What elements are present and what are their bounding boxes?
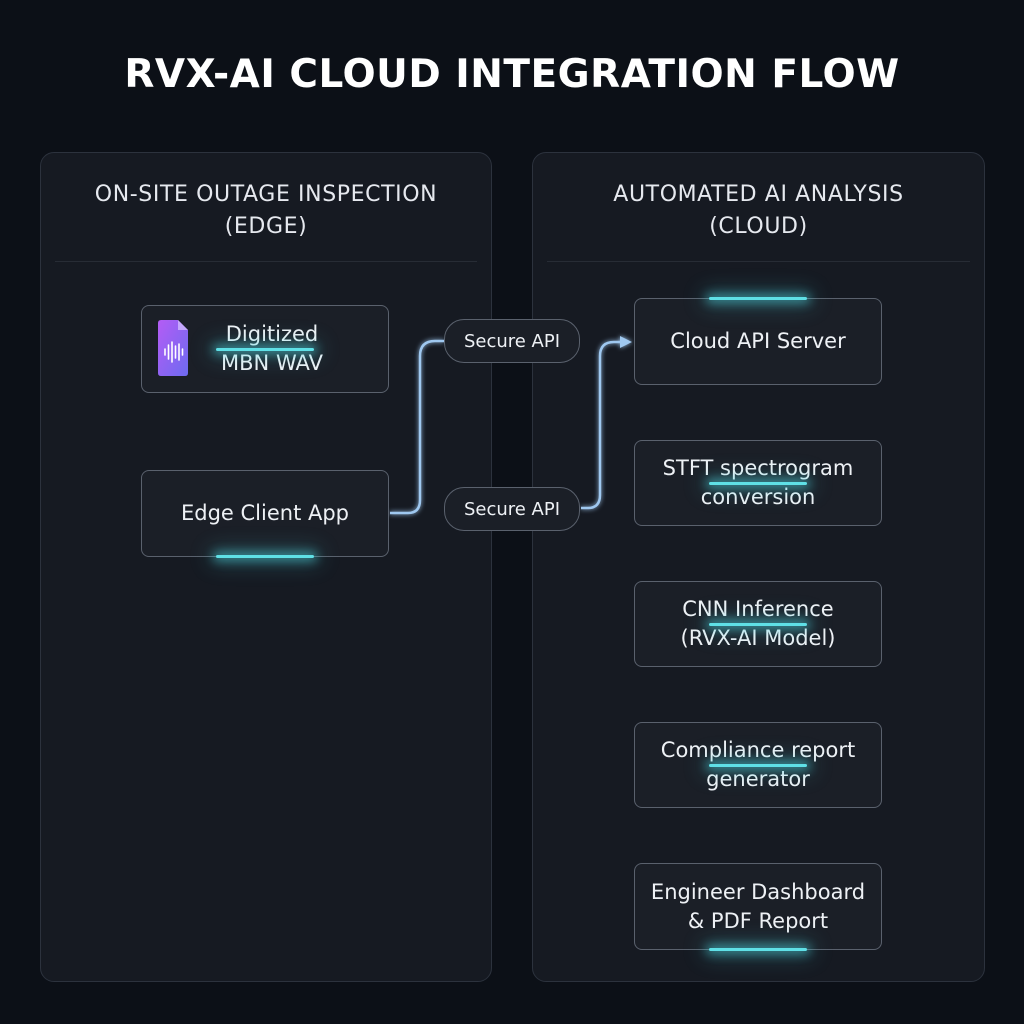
- page-title: RVX-AI CLOUD INTEGRATION FLOW: [124, 52, 900, 97]
- cloud-panel-title-line1: AUTOMATED AI ANALYSIS: [613, 182, 904, 207]
- cloud-panel-title: AUTOMATED AI ANALYSIS (CLOUD): [533, 179, 984, 243]
- stft-node-line2: conversion: [700, 485, 816, 509]
- dashboard-node-line1: Engineer Dashboard: [650, 879, 866, 904]
- cloud-api-server-node[interactable]: Cloud API Server: [634, 297, 882, 385]
- cloud-panel-divider: [547, 261, 970, 262]
- secure-api-top-label: Secure API: [463, 330, 561, 352]
- wav-node-line1: Digitized: [225, 322, 319, 346]
- secure-api-top-pill[interactable]: Secure API: [444, 319, 580, 363]
- edge-client-app-node[interactable]: Edge Client App: [141, 470, 389, 558]
- edge-panel-title-line1: ON-SITE OUTAGE INSPECTION: [94, 182, 438, 207]
- dashboard-node-line2: & PDF Report: [687, 908, 829, 933]
- secure-api-bottom-pill[interactable]: Secure API: [444, 487, 580, 531]
- engineer-dashboard-node[interactable]: Engineer Dashboard & PDF Report: [634, 863, 882, 951]
- compliance-report-node[interactable]: Compliance report generator: [634, 722, 882, 808]
- edge-panel-title: ON-SITE OUTAGE INSPECTION (EDGE): [41, 179, 491, 243]
- cloud-api-server-label: Cloud API Server: [670, 329, 846, 353]
- stft-conversion-node[interactable]: STFT spectrogram conversion: [634, 440, 882, 526]
- edge-panel-title-line2: (EDGE): [224, 214, 308, 239]
- report-node-line1: Compliance report: [660, 738, 856, 762]
- cnn-node-line2: (RVX-AI Model): [680, 626, 836, 650]
- cnn-inference-node[interactable]: CNN Inference (RVX-AI Model): [634, 581, 882, 667]
- edge-panel-divider: [55, 261, 477, 262]
- stft-node-line1: STFT spectrogram: [662, 456, 854, 480]
- edge-client-app-label: Edge Client App: [180, 501, 350, 525]
- wav-node-line2: MBN WAV: [221, 351, 323, 375]
- cloud-panel-title-line2: (CLOUD): [709, 214, 808, 239]
- audio-file-icon: [158, 320, 188, 376]
- cloud-panel: AUTOMATED AI ANALYSIS (CLOUD): [532, 152, 985, 982]
- secure-api-bottom-label: Secure API: [463, 498, 561, 520]
- cnn-node-line1: CNN Inference: [682, 597, 834, 621]
- report-node-line2: generator: [706, 767, 810, 791]
- edge-panel: ON-SITE OUTAGE INSPECTION (EDGE): [40, 152, 492, 982]
